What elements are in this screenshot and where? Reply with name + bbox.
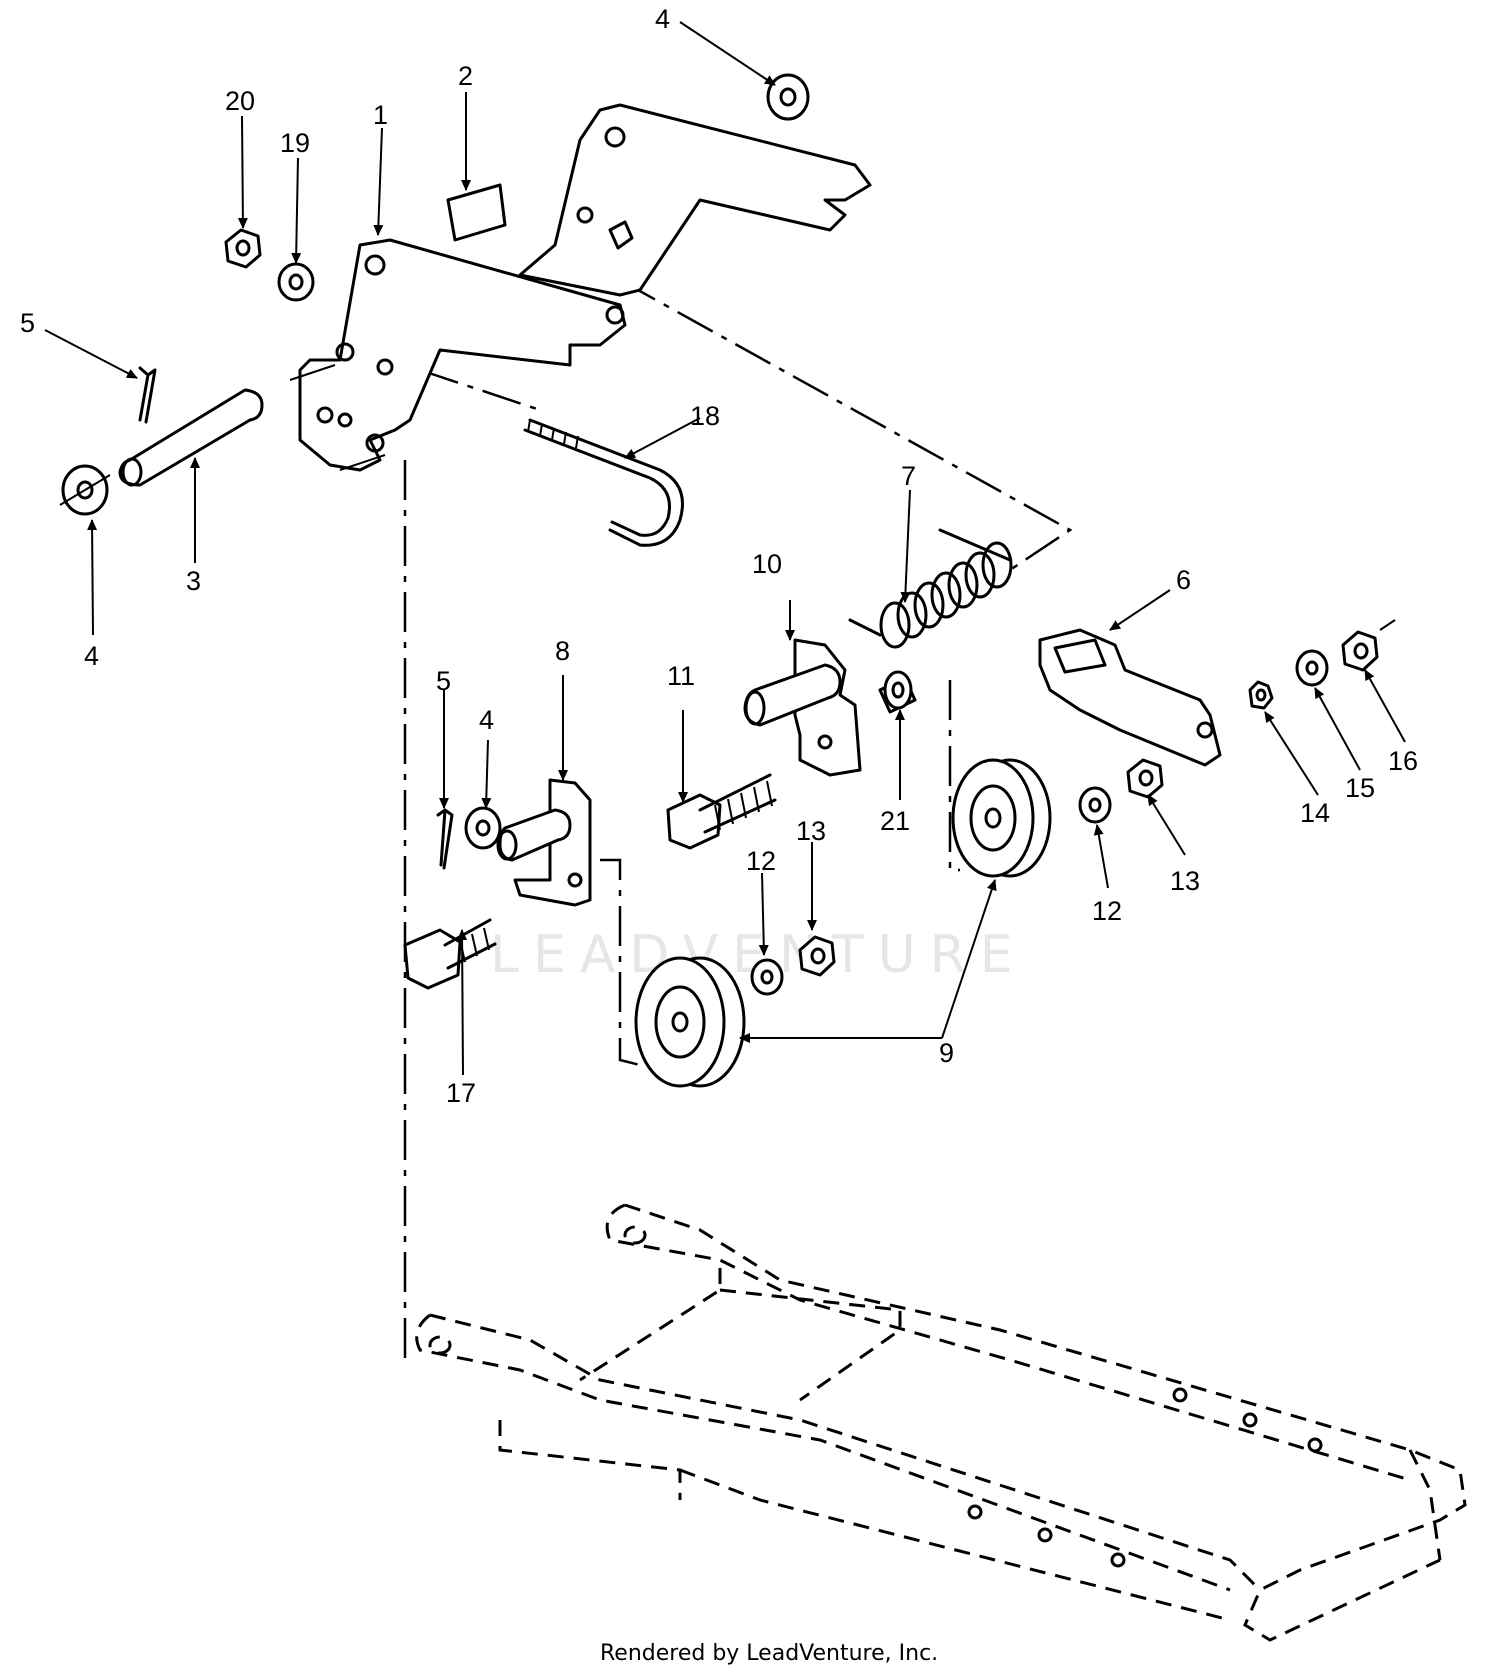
nut-part-13-left: [798, 935, 836, 977]
callout-3: 3: [186, 566, 201, 596]
washer-part-15: [1295, 649, 1329, 687]
callout-20: 20: [225, 86, 255, 116]
rod-part-18: [523, 418, 684, 547]
callout-21: 21: [880, 806, 910, 836]
upper-bracket: [518, 103, 872, 325]
pulley-part-9-right: [951, 758, 1052, 878]
leader-lines: [44, 21, 1406, 1076]
bolt-part-17: [403, 918, 497, 990]
callout-18: 18: [690, 401, 720, 431]
alignment-lines: [403, 278, 1073, 1360]
pulley-part-9-left: [634, 956, 746, 1088]
callout-6: 6: [1176, 565, 1191, 595]
callout-13-left: 13: [796, 816, 826, 846]
pin: [608, 220, 634, 250]
callout-13-right: 13: [1170, 866, 1200, 896]
bolt-part-11: [666, 773, 777, 850]
callout-19: 19: [280, 128, 310, 158]
nut-part-20: [224, 228, 262, 269]
callout-12-left: 12: [746, 846, 776, 876]
callout-9: 9: [939, 1038, 954, 1068]
cotter-pin-part-5-mid: [436, 808, 454, 870]
washer-part-4-mid: [464, 806, 502, 850]
credit-text: Rendered by LeadVenture, Inc.: [600, 1641, 938, 1666]
callout-4-mid: 4: [479, 705, 494, 735]
callout-7: 7: [901, 461, 916, 491]
shaft-part-3: [118, 388, 264, 487]
cotter-pin-part-5-top: [138, 366, 157, 424]
callout-14: 14: [1300, 798, 1330, 828]
lock-washer-part-12-left: [750, 958, 784, 996]
callout-5-top: 5: [20, 308, 35, 338]
spacer-part-21: [878, 670, 917, 714]
callout-5-mid: 5: [436, 666, 451, 696]
pad-part-2: [446, 183, 507, 242]
idler-bracket-part-10: [743, 638, 862, 777]
callout-17: 17: [446, 1078, 476, 1108]
washer-part-4-top: [766, 73, 810, 121]
bracket-part-1: [289, 238, 627, 472]
arm-part-6: [1038, 628, 1222, 767]
callout-4-left: 4: [84, 641, 99, 671]
spring-part-7: [848, 528, 1013, 649]
star-washer-part-14: [1248, 680, 1274, 710]
frame-outline: [415, 1203, 1467, 1642]
callout-15: 15: [1345, 773, 1375, 803]
washer-part-19: [277, 262, 315, 302]
nut-part-13-right: [1126, 758, 1164, 799]
callout-11: 11: [667, 661, 695, 691]
callout-1: 1: [373, 100, 388, 130]
lock-washer-part-12-right: [1078, 786, 1112, 824]
callout-12-right: 12: [1092, 896, 1122, 926]
callout-10: 10: [752, 549, 782, 579]
stud-bracket-part-8: [496, 778, 592, 907]
nut-part-16: [1341, 619, 1396, 672]
callout-4-top: 4: [655, 4, 670, 34]
callouts: 1 2 3 4 4 4 5 5 6 7 8 9 10 11 12 12 13 1…: [20, 4, 1418, 1108]
callout-8: 8: [555, 636, 570, 666]
callout-16: 16: [1388, 746, 1418, 776]
washer-part-4-left: [59, 464, 111, 516]
callout-2: 2: [458, 61, 473, 91]
